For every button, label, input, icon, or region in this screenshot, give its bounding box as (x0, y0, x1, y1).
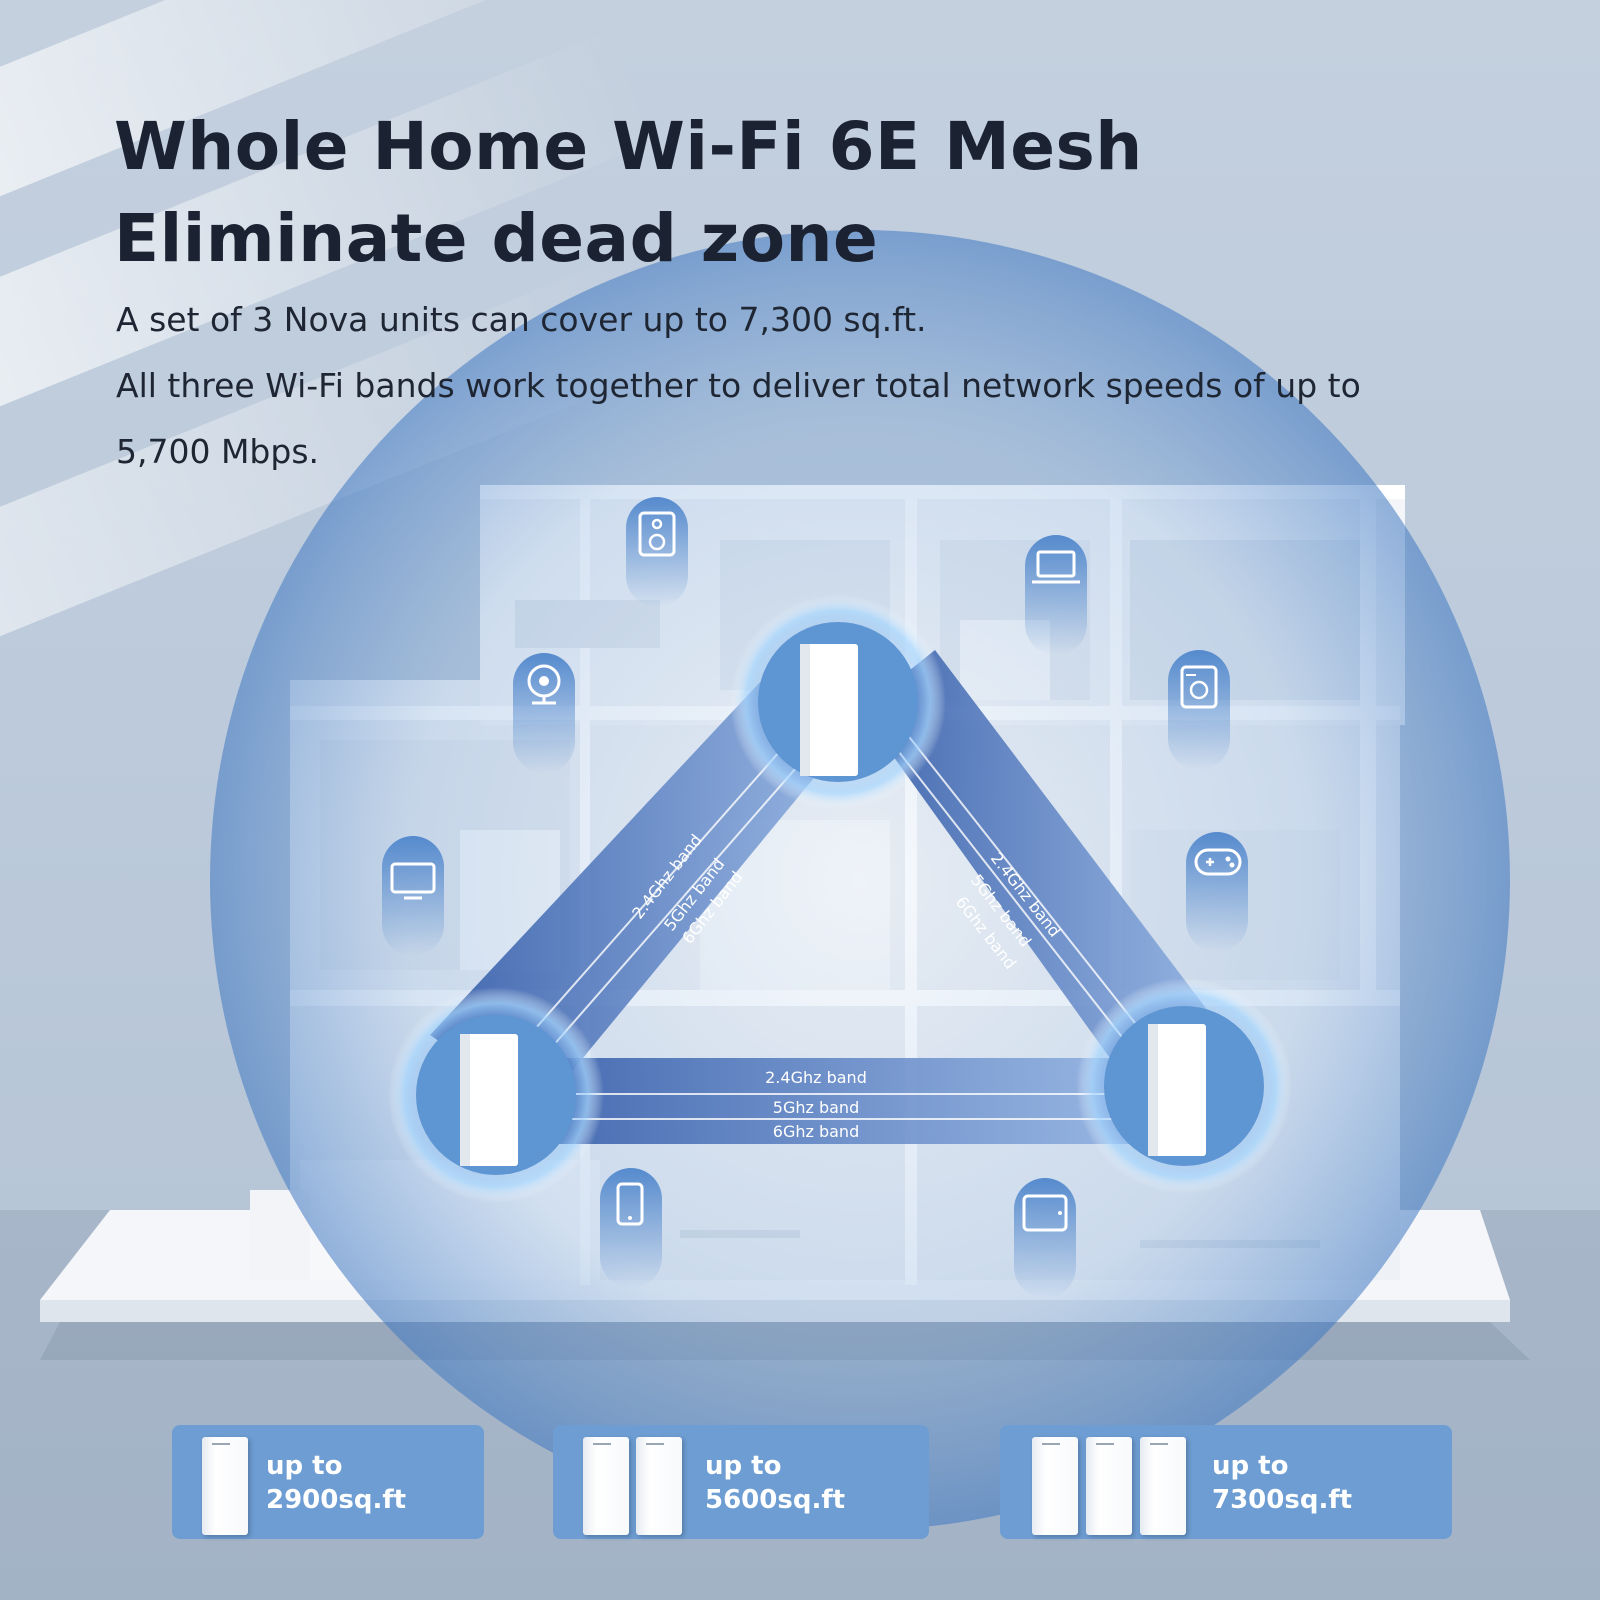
laptop-icon (1025, 535, 1087, 655)
coverage-bubble (210, 230, 1510, 1530)
headline-subtitle: Eliminate dead zone (114, 200, 879, 277)
coverage-card-2-units: up to 5600sq.ft (553, 1425, 929, 1539)
smartphone-icon (600, 1168, 662, 1288)
coverage-card-3-units: up to 7300sq.ft (1000, 1425, 1452, 1539)
coverage-prefix: up to (705, 1451, 782, 1481)
mesh-node-top (730, 594, 946, 810)
coverage-prefix: up to (266, 1451, 343, 1481)
coverage-area: 5600sq.ft (705, 1485, 846, 1515)
description-line-2: All three Wi-Fi bands work together to d… (116, 366, 1361, 405)
headline-title: Whole Home Wi-Fi 6E Mesh (114, 108, 1143, 185)
mesh-unit-icon (636, 1437, 682, 1535)
band-label-bottom-2-4: 2.4Ghz band (765, 1068, 867, 1087)
coverage-prefix: up to (1212, 1451, 1289, 1481)
band-label-bottom-6: 6Ghz band (773, 1122, 859, 1141)
mesh-unit-icon (1140, 1437, 1186, 1535)
gamepad-icon (1186, 832, 1248, 952)
mesh-unit-icon (202, 1437, 248, 1535)
mesh-node-right (1076, 978, 1292, 1194)
band-label-bottom-5: 5Ghz band (773, 1098, 859, 1117)
description-line-1: A set of 3 Nova units can cover up to 7,… (116, 300, 927, 339)
mesh-unit-icon (1032, 1437, 1078, 1535)
tv-icon (382, 836, 444, 956)
mesh-node-left (388, 987, 604, 1203)
coverage-area: 2900sq.ft (266, 1485, 407, 1515)
mesh-unit-icon (583, 1437, 629, 1535)
coverage-area: 7300sq.ft (1212, 1485, 1353, 1515)
coverage-card-1-unit: up to 2900sq.ft (172, 1425, 484, 1539)
webcam-icon (513, 653, 575, 773)
tablet-icon (1014, 1178, 1076, 1298)
speaker-icon (626, 497, 688, 607)
mesh-unit-icon (1086, 1437, 1132, 1535)
washing-machine-icon (1168, 650, 1230, 770)
description-line-3: 5,700 Mbps. (116, 432, 320, 471)
